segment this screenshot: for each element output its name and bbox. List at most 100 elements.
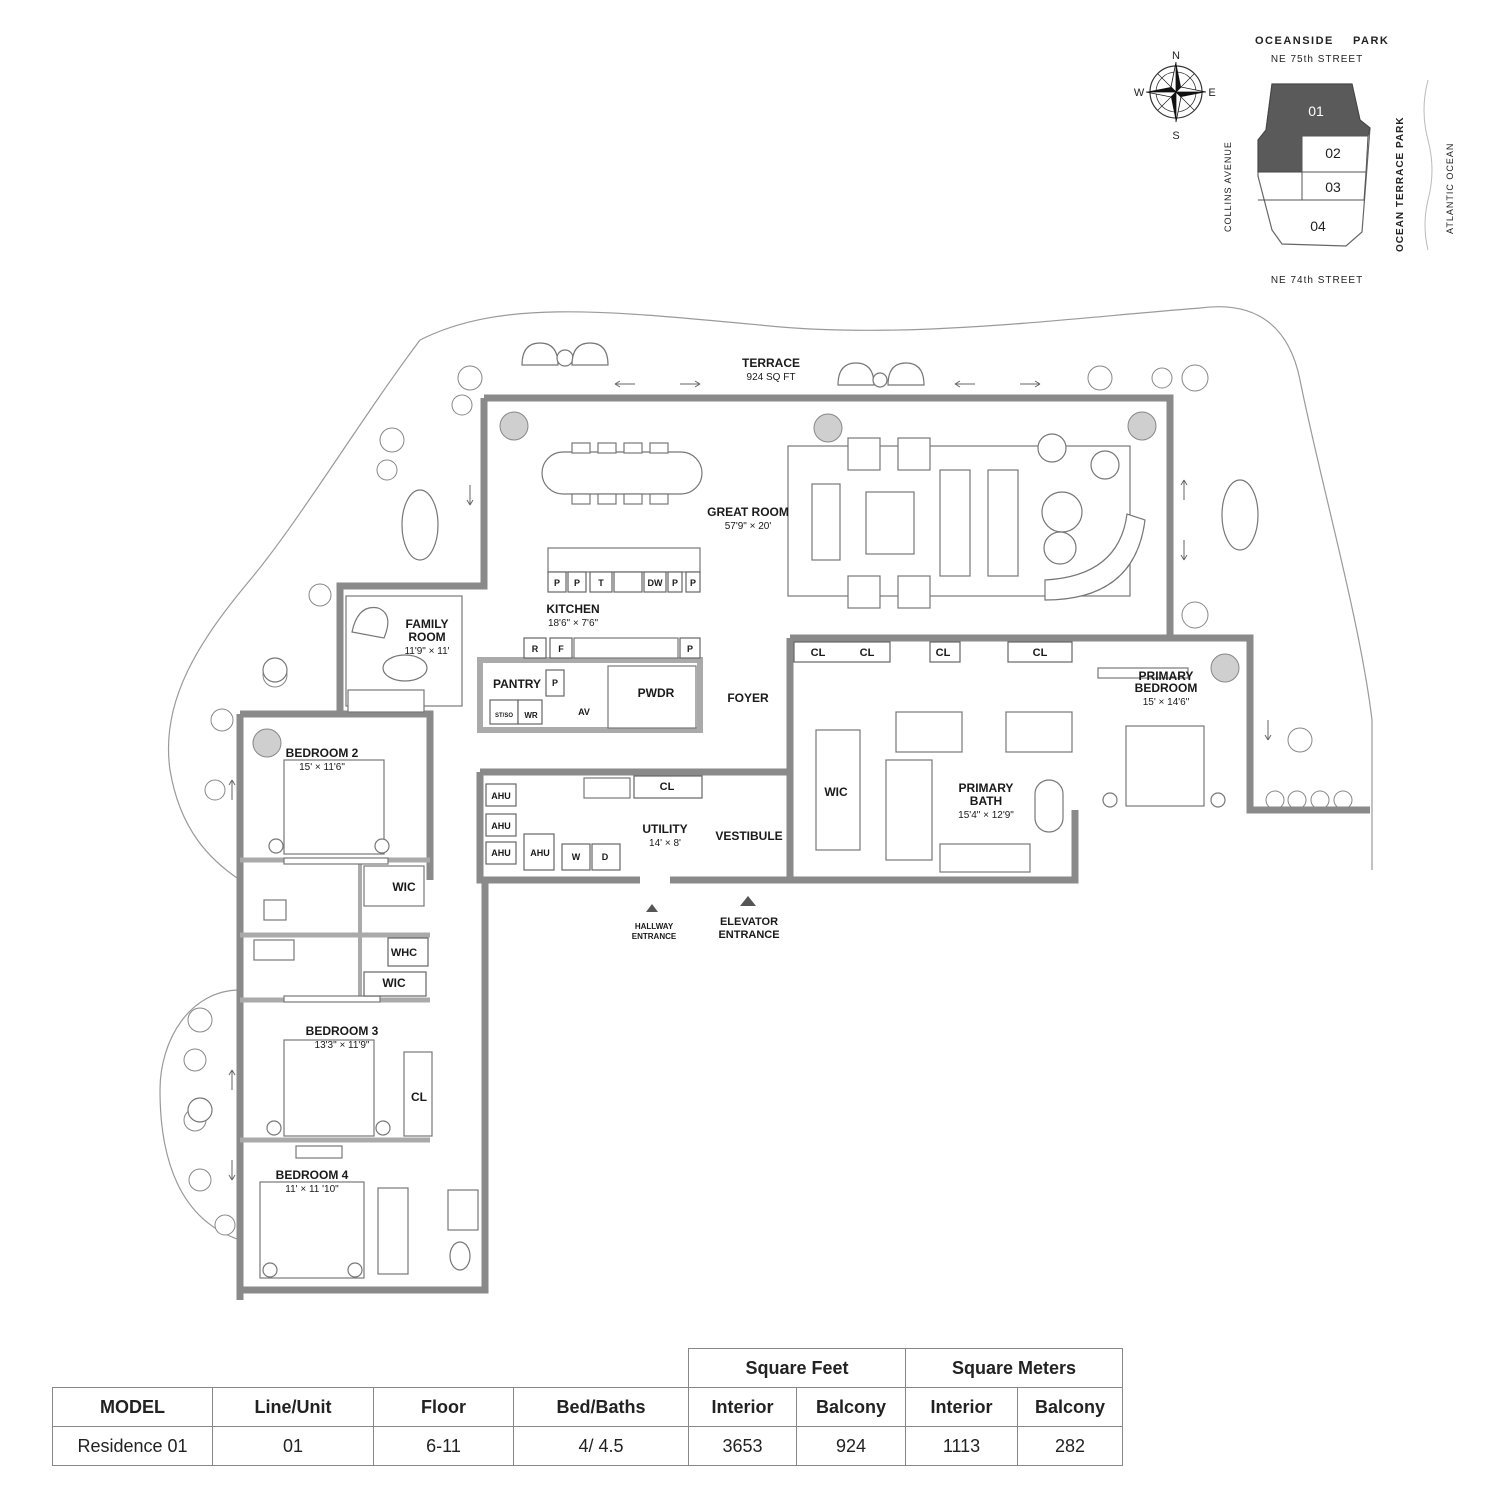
terrace-chairs bbox=[187, 342, 1259, 1123]
primary-bedroom-label-2: BEDROOM bbox=[1135, 681, 1198, 695]
cell-sqft-balcony: 924 bbox=[796, 1426, 906, 1466]
terrace-arrows bbox=[228, 380, 1272, 1181]
pantry-cab-label: P bbox=[690, 578, 696, 588]
vestibule-label: VESTIBULE bbox=[715, 829, 782, 843]
header-line-unit: Line/Unit bbox=[212, 1387, 374, 1427]
keyplan-unit-04: 04 bbox=[1310, 218, 1326, 234]
whc-label: WHC bbox=[391, 947, 417, 959]
great-room-label: GREAT ROOM bbox=[707, 505, 789, 519]
family-room-label-2: ROOM bbox=[408, 630, 445, 644]
ahu-label-1: AHU bbox=[491, 791, 511, 801]
cl-label-1: CL bbox=[811, 647, 826, 659]
table-row: Residence 01 01 6-11 4/ 4.5 3653 924 111… bbox=[52, 1426, 1123, 1466]
bedroom-4-dim: 11' × 11 '10" bbox=[285, 1184, 339, 1195]
bedroom-2-label: BEDROOM 2 bbox=[286, 746, 359, 760]
primary-bedroom-label-1: PRIMARY bbox=[1139, 669, 1194, 683]
foyer-label: FOYER bbox=[727, 691, 769, 705]
cell-sqm-interior: 1113 bbox=[905, 1426, 1018, 1466]
kitchen-label: KITCHEN bbox=[546, 602, 599, 616]
great-room-dim: 57'9" × 20' bbox=[725, 521, 772, 532]
cell-model: Residence 01 bbox=[52, 1426, 213, 1466]
primary-bath-label-2: BATH bbox=[970, 794, 1002, 808]
table-header-row: MODEL Line/Unit Floor Bed/Baths Interior… bbox=[52, 1387, 1123, 1427]
primary-bedroom-dim: 15' × 14'6" bbox=[1143, 697, 1190, 708]
keyplan-unit-03: 03 bbox=[1325, 179, 1341, 195]
cell-sqft-interior: 3653 bbox=[688, 1426, 797, 1466]
keyplan-title-b: PARK bbox=[1353, 35, 1389, 47]
family-room-dim: 11'9" × 11' bbox=[404, 646, 449, 657]
header-sqm-interior: Interior bbox=[905, 1387, 1018, 1427]
dryer-label: D bbox=[602, 852, 609, 862]
av-label: AV bbox=[578, 707, 590, 717]
keyplan-avenue: COLLINS AVENUE bbox=[1223, 141, 1233, 232]
header-floor: Floor bbox=[373, 1387, 514, 1427]
bath-fixtures-west bbox=[253, 899, 429, 997]
cl-label-3: CL bbox=[936, 647, 951, 659]
bedroom-3-label: BEDROOM 3 bbox=[306, 1024, 379, 1038]
pantry-cab-label: P bbox=[554, 578, 560, 588]
pantry-label: PANTRY bbox=[493, 677, 541, 691]
hallway-entrance-label-1: HALLWAY bbox=[635, 922, 674, 931]
hallway-entrance-label-2: ENTRANCE bbox=[632, 932, 677, 941]
dishwasher-label: DW bbox=[648, 578, 663, 588]
ahu-label-4: AHU bbox=[530, 848, 550, 858]
terrace-dim: 924 SQ FT bbox=[747, 372, 796, 383]
ahu-label-2: AHU bbox=[491, 821, 511, 831]
terrace-label: TERRACE bbox=[742, 356, 800, 370]
pwdr-label: PWDR bbox=[638, 686, 675, 700]
keyplan-park: OCEAN TERRACE PARK bbox=[1395, 116, 1406, 252]
compass-w: W bbox=[1134, 87, 1145, 99]
family-room-label-1: FAMILY bbox=[406, 617, 449, 631]
washer-label: W bbox=[572, 852, 581, 862]
cl-utility-label: CL bbox=[660, 781, 675, 793]
pantry-cab-label: P bbox=[687, 644, 693, 654]
primary-bath-dim: 15'4" × 12'9" bbox=[958, 810, 1014, 821]
compass-e: E bbox=[1208, 87, 1215, 99]
entrance-markers bbox=[646, 896, 756, 912]
cell-sqm-balcony: 282 bbox=[1017, 1426, 1123, 1466]
elevator-entrance-label-1: ELEVATOR bbox=[720, 916, 778, 928]
living-area bbox=[787, 433, 1146, 609]
columns bbox=[252, 411, 1240, 758]
keyplan-street-top: NE 75th STREET bbox=[1271, 54, 1363, 65]
header-sqft-balcony: Balcony bbox=[796, 1387, 906, 1427]
bedroom-4-label: BEDROOM 4 bbox=[276, 1168, 349, 1182]
table-group-header: Square Feet Square Meters bbox=[53, 1348, 1123, 1388]
utility-fixtures bbox=[485, 775, 703, 871]
bedroom-3-dim: 13'3" × 11'9" bbox=[315, 1040, 370, 1051]
sqft-group-header: Square Feet bbox=[688, 1348, 906, 1388]
compass-n: N bbox=[1172, 50, 1180, 62]
primary-bath-label-1: PRIMARY bbox=[959, 781, 1014, 795]
cell-bed-baths: 4/ 4.5 bbox=[513, 1426, 689, 1466]
unit-spec-table: Square Feet Square Meters MODEL Line/Uni… bbox=[52, 1348, 1123, 1466]
keyplan-street-bottom: NE 74th STREET bbox=[1271, 275, 1363, 286]
bedroom-4-furniture bbox=[259, 1181, 479, 1279]
cl-bedroom-3-label: CL bbox=[411, 1090, 427, 1104]
compass-rose: N S E W bbox=[1134, 50, 1216, 142]
header-sqm-balcony: Balcony bbox=[1017, 1387, 1123, 1427]
keyplan-unit-01: 01 bbox=[1308, 103, 1324, 119]
elevator-entrance-label-2: ENTRANCE bbox=[718, 929, 779, 941]
kitchen-counter bbox=[489, 637, 701, 729]
compass-s: S bbox=[1172, 130, 1179, 142]
pantry-cab-label: P bbox=[552, 678, 558, 688]
pantry-cab-label: P bbox=[672, 578, 678, 588]
keyplan-title-a: OCEANSIDE bbox=[1255, 35, 1334, 47]
utility-dim: 14' × 8' bbox=[649, 838, 681, 849]
trash-label: T bbox=[598, 578, 604, 588]
wic-bedroom-2-label: WIC bbox=[392, 880, 416, 894]
header-sqft-interior: Interior bbox=[688, 1387, 797, 1427]
pantry-cab-label: P bbox=[574, 578, 580, 588]
wic-bedroom-3-label: WIC bbox=[382, 976, 406, 990]
header-bed-baths: Bed/Baths bbox=[513, 1387, 689, 1427]
sqm-group-header: Square Meters bbox=[905, 1348, 1123, 1388]
dining-table bbox=[541, 442, 703, 505]
bedroom-3-furniture bbox=[266, 995, 433, 1159]
keyplan-ocean: ATLANTIC OCEAN bbox=[1445, 143, 1455, 234]
cl-label-4: CL bbox=[1033, 647, 1048, 659]
ahu-label-3: AHU bbox=[491, 848, 511, 858]
storage-label: ST/SO bbox=[495, 713, 513, 719]
primary-suite-fixtures bbox=[793, 641, 1226, 873]
freezer-label: F bbox=[558, 644, 564, 654]
